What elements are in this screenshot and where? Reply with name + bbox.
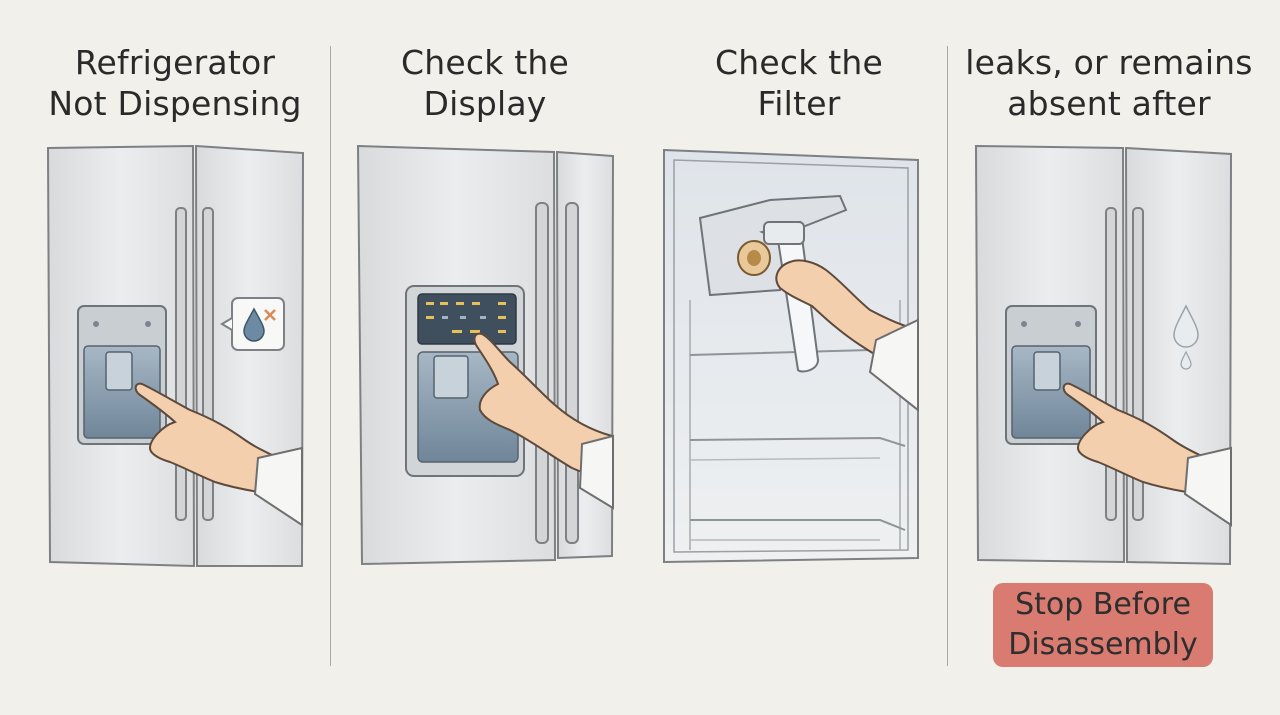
step-panel-check-display: Check the Display <box>326 0 644 715</box>
step-panel-check-filter: Check the Filter <box>640 0 958 715</box>
panel-divider <box>330 46 331 666</box>
step-title-line: Filter <box>757 84 841 123</box>
step-title: Check the Filter <box>640 42 958 124</box>
step-title-line: Check the <box>401 43 569 82</box>
badge-line: Disassembly <box>1008 627 1198 662</box>
step-panel-not-dispensing: Refrigerator Not Dispensing <box>16 0 334 715</box>
step-title-line: Check the <box>715 43 883 82</box>
step-title-line: Refrigerator <box>74 43 276 82</box>
step-title: Refrigerator Not Dispensing <box>16 42 334 124</box>
stop-before-disassembly-badge: Stop Before Disassembly <box>993 583 1213 667</box>
step-title-line: Not Dispensing <box>48 84 302 123</box>
step-title: leaks, or remains absent after <box>950 42 1268 124</box>
step-title-line: leaks, or remains <box>965 43 1253 82</box>
step-title-line: absent after <box>1007 84 1211 123</box>
badge-line: Stop Before <box>1015 587 1191 622</box>
step-panel-leaks: leaks, or remains absent after <box>950 0 1268 715</box>
panel-divider <box>947 46 948 666</box>
step-title-line: Display <box>423 84 547 123</box>
step-title: Check the Display <box>326 42 644 124</box>
